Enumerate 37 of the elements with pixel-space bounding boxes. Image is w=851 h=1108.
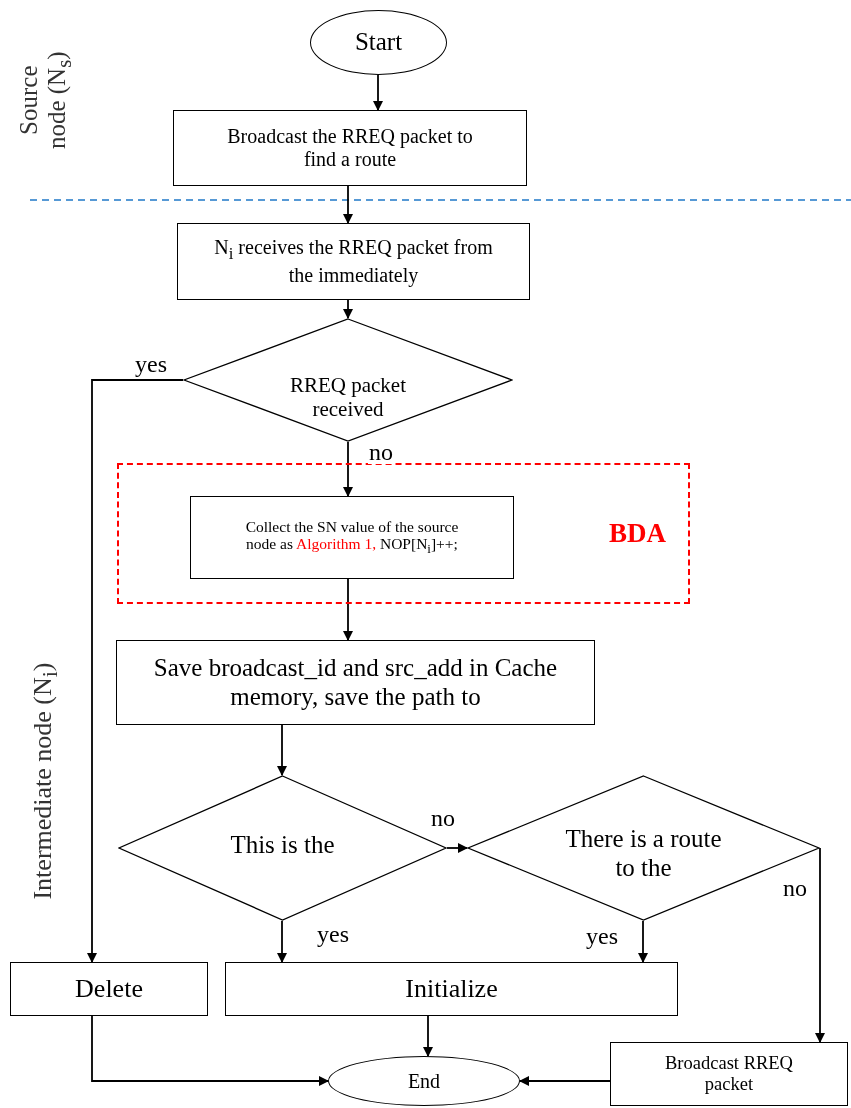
arrow [373, 74, 383, 111]
arrow [815, 847, 825, 1043]
process-box [173, 110, 527, 186]
process-box [116, 640, 595, 725]
arrow [638, 920, 648, 963]
process-box [610, 1042, 848, 1106]
node-text: Broadcast the RREQ packet to find a route [226, 125, 474, 171]
arrow [343, 578, 353, 641]
node-text: There is a route to the [564, 825, 723, 883]
node-text: RREQ packet received [288, 372, 408, 422]
arrow [87, 379, 184, 963]
arrow [343, 185, 353, 224]
node-text: This is the [230, 830, 335, 860]
node-text: Delete [75, 974, 143, 1004]
node-text: Save broadcast_id and src_add in Cache memory, save the path to [152, 653, 559, 712]
node-text: N$_{i}$ receives the RREQ packet from the immediately [213, 236, 494, 287]
decision-diamond [183, 318, 513, 442]
process-box [190, 496, 514, 579]
process-box [225, 962, 678, 1016]
arrow [423, 1015, 433, 1057]
arrow [277, 920, 287, 963]
node-text: Broadcast RREQ packet [664, 1052, 794, 1096]
arrow [91, 1015, 329, 1086]
node-text: Start [354, 28, 403, 57]
node-text: End [407, 1069, 441, 1093]
dashed-region [117, 463, 690, 604]
process-box [177, 223, 530, 300]
region-label: BDA [609, 517, 666, 549]
process-box [10, 962, 208, 1016]
decision-diamond [467, 775, 820, 921]
arrow [277, 724, 287, 776]
node-text: Initialize [405, 974, 498, 1004]
arrow [446, 843, 468, 853]
node-text: Collect the SN value of the source node as Algorithm 1, NOP[N$_{i}$]++; [244, 517, 460, 558]
arrow [519, 1076, 611, 1086]
arrow [343, 441, 353, 497]
arrow [343, 299, 353, 319]
